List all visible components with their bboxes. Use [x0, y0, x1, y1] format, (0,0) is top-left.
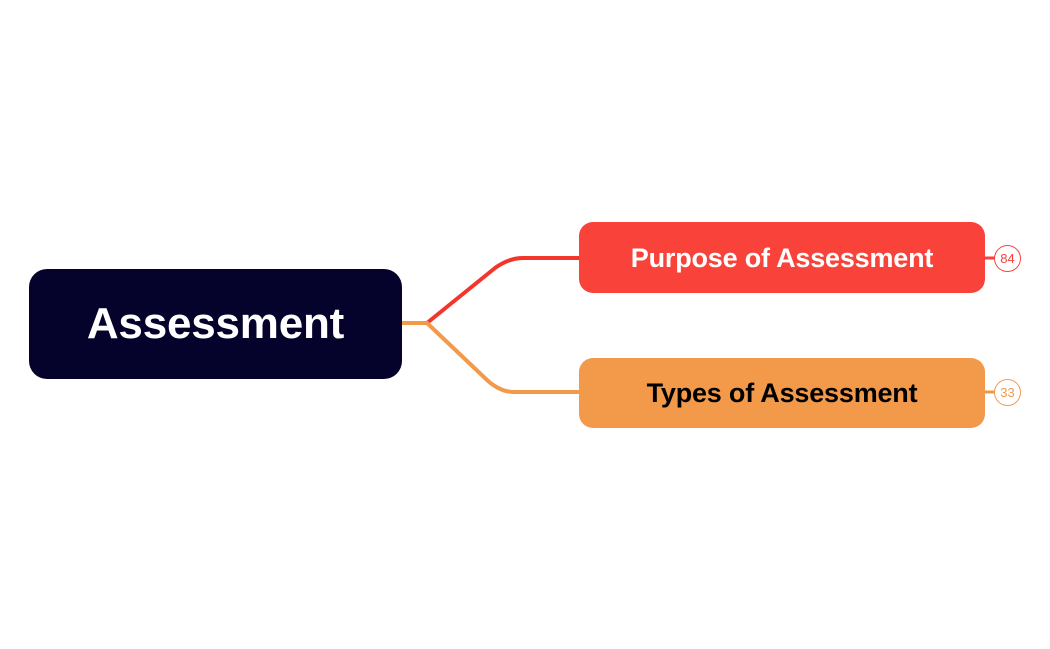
root-node-label: Assessment	[86, 299, 345, 348]
mindmap-root-node[interactable]: Assessment	[29, 269, 402, 379]
count-badge-types-text: 33	[1000, 385, 1015, 400]
mindmap-branch-node-types[interactable]: Types of Assessment	[579, 358, 985, 428]
branch-node-label-types: Types of Assessment	[646, 378, 918, 408]
count-badge-purpose-text: 84	[1000, 251, 1015, 266]
count-badge-purpose[interactable]: 84	[994, 245, 1021, 272]
mindmap-branch-node-purpose[interactable]: Purpose of Assessment	[579, 222, 985, 293]
edge-to-purpose	[425, 256, 582, 325]
edge-to-types	[425, 321, 582, 394]
count-badge-types[interactable]: 33	[994, 379, 1021, 406]
branch-node-label-purpose: Purpose of Assessment	[630, 242, 934, 273]
